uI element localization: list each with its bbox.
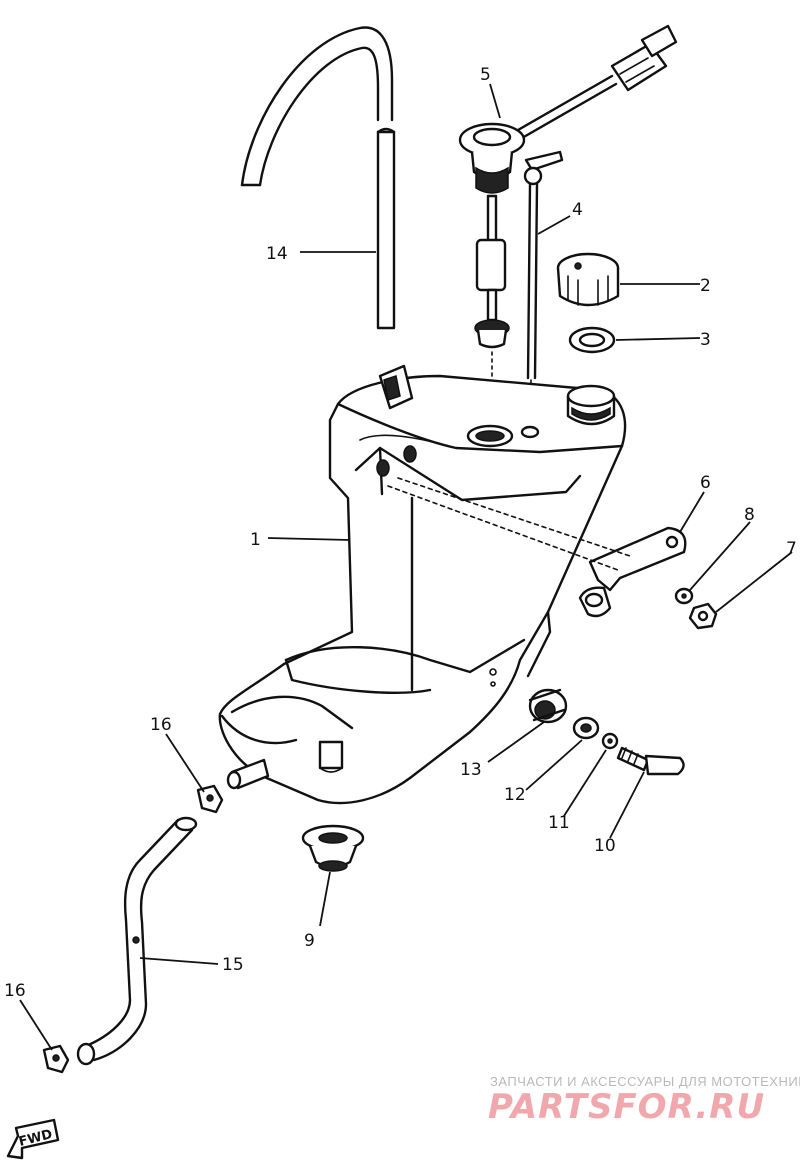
callout-4: 4 — [572, 200, 583, 220]
callout-11: 11 — [548, 813, 570, 833]
nut-7 — [688, 602, 718, 630]
cap-gasket — [568, 326, 616, 354]
wing-bolt-10 — [616, 746, 685, 776]
watermark-tagline: ЗАПЧАСТИ И АКСЕССУАРЫ ДЛЯ МОТОТЕХНИКИ — [490, 1074, 800, 1089]
dipstick — [523, 150, 564, 426]
callout-15: 15 — [222, 955, 244, 975]
watermark: ЗАПЧАСТИ И АКСЕССУАРЫ ДЛЯ МОТОТЕХНИКИ PA… — [488, 1074, 800, 1127]
callout-7: 7 — [786, 539, 797, 559]
callout-2: 2 — [700, 276, 711, 296]
callout-1: 1 — [250, 530, 261, 550]
collar-12 — [572, 716, 600, 740]
washer-11 — [601, 732, 619, 750]
callout-12: 12 — [504, 785, 526, 805]
oil-tank-body — [218, 364, 627, 805]
hose-clip-16-upper — [196, 784, 224, 814]
mounting-bracket — [387, 477, 687, 618]
oil-level-sensor — [458, 24, 678, 427]
fwd-direction-arrow: FWD — [6, 1118, 60, 1160]
breather-hose-upper — [240, 26, 396, 330]
grommet-13 — [528, 688, 568, 724]
callout-14: 14 — [266, 244, 288, 264]
callout-3: 3 — [700, 330, 711, 350]
callout-6: 6 — [700, 473, 711, 493]
callout-labels: 14 5 4 2 3 6 8 7 1 16 13 12 11 10 9 15 1… — [4, 65, 797, 1001]
filler-cap — [556, 252, 620, 307]
outlet-hose-15 — [76, 816, 198, 1066]
hose-clip-16-lower — [42, 1044, 70, 1074]
washer-8 — [674, 587, 694, 605]
watermark-brand: PARTSFOR.RU — [488, 1087, 765, 1127]
callout-13: 13 — [460, 760, 482, 780]
callout-8: 8 — [744, 505, 755, 525]
callout-16-upper: 16 — [150, 715, 172, 735]
leader-lines — [19, 83, 793, 1051]
drain-grommet-9 — [301, 824, 365, 872]
callout-16-lower: 16 — [4, 981, 26, 1001]
callout-5: 5 — [480, 65, 491, 85]
callout-9: 9 — [304, 931, 315, 951]
callout-10: 10 — [594, 836, 616, 856]
